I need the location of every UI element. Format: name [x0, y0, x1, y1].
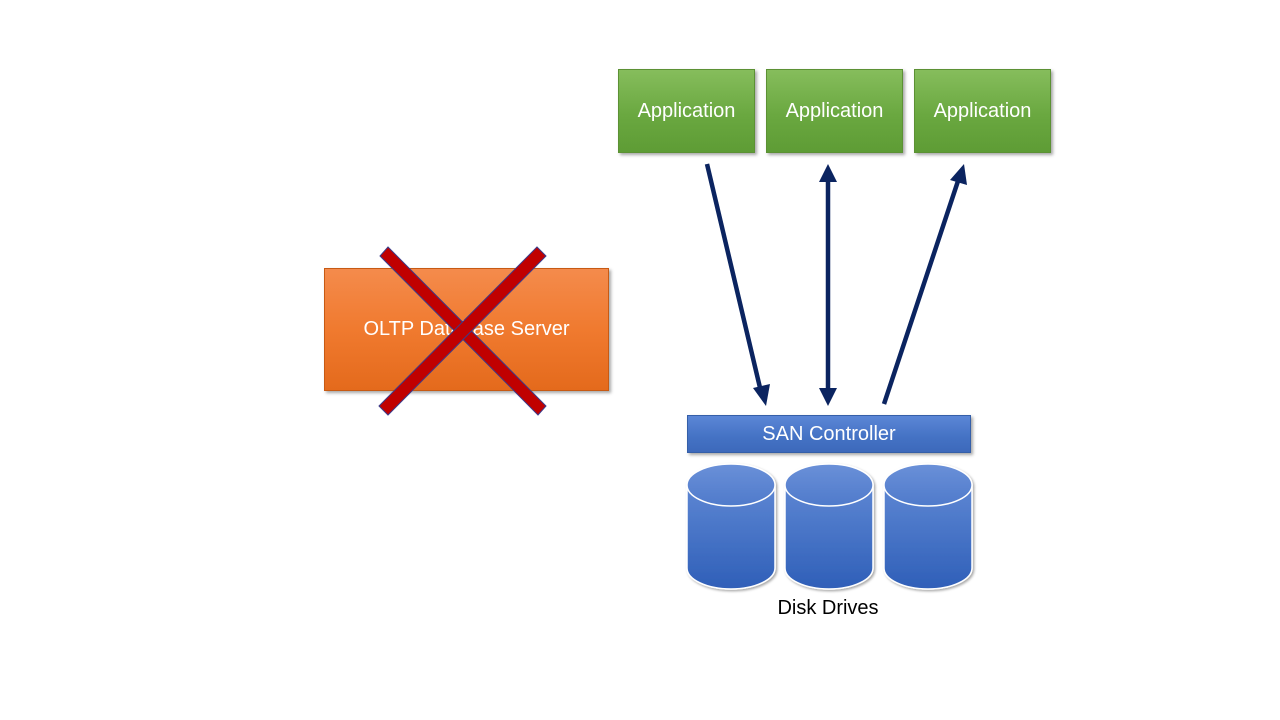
disk-drives-label: Disk Drives — [777, 597, 879, 619]
arrow-app2-bidirectional — [819, 164, 837, 406]
disk-drive-2 — [784, 463, 874, 590]
arrow-san-to-app3 — [881, 164, 967, 405]
application-box-1: Application — [618, 69, 755, 153]
application-box-3: Application — [914, 69, 1051, 153]
san-controller-label: SAN Controller — [762, 422, 896, 445]
cross-out-mark — [378, 246, 547, 416]
application-box-2: Application — [766, 69, 903, 153]
application-label: Application — [637, 99, 736, 122]
disk-drive-3 — [883, 463, 973, 590]
san-controller-box: SAN Controller — [687, 415, 971, 453]
arrow-app1-to-san — [704, 163, 770, 406]
disk-drive-1 — [686, 463, 776, 590]
application-label: Application — [933, 99, 1032, 122]
application-label: Application — [785, 99, 884, 122]
